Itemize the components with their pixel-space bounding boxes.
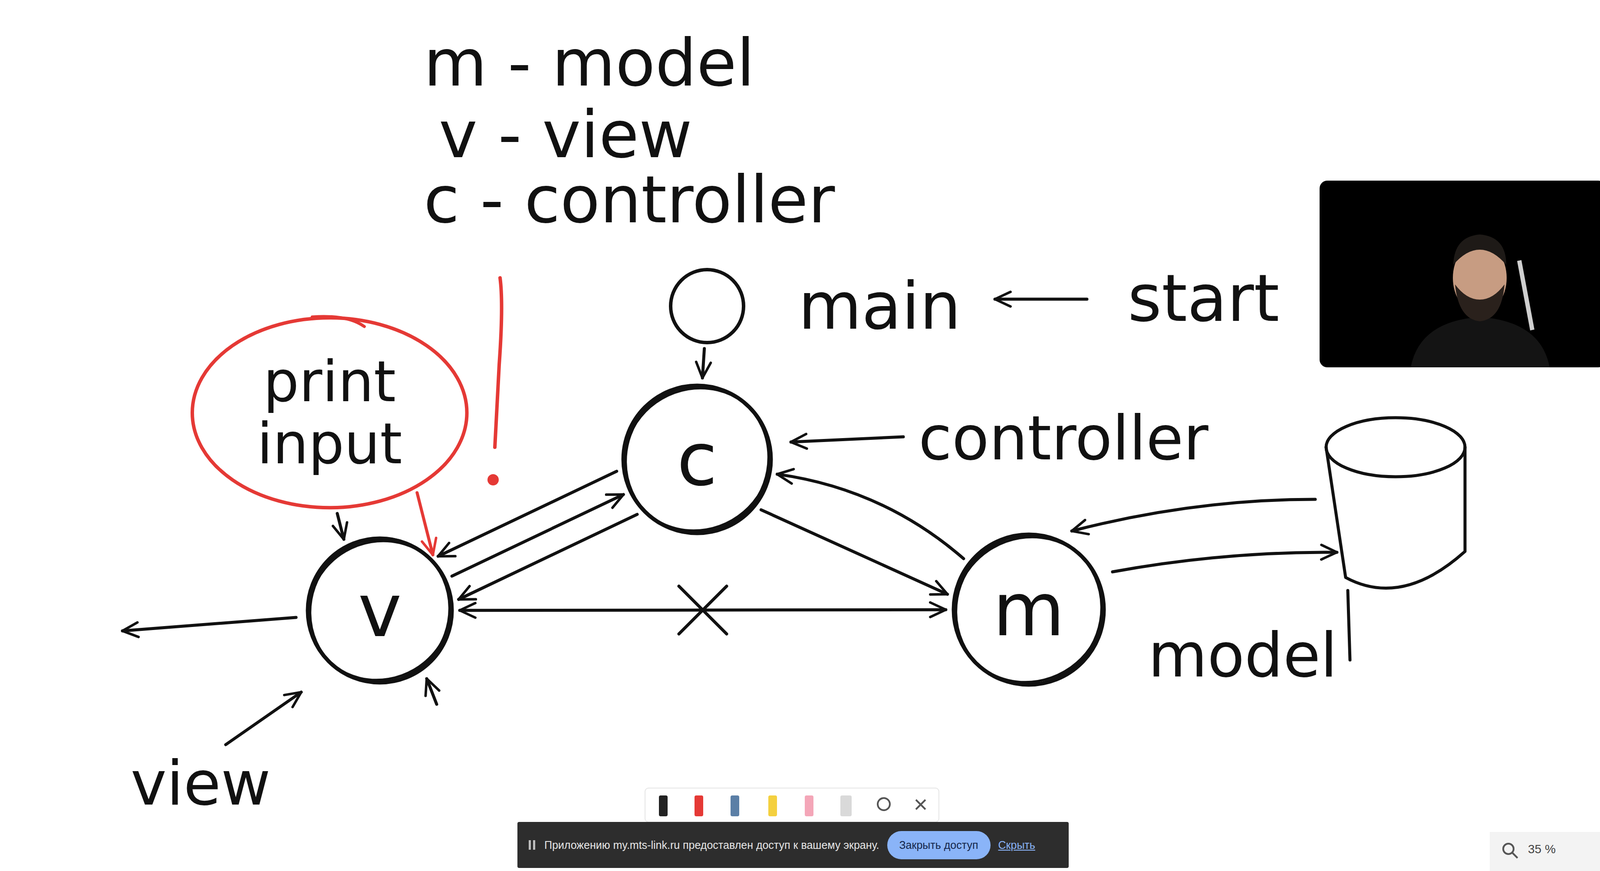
pen-stroke bbox=[1347, 590, 1350, 660]
flow-arrow bbox=[417, 492, 433, 555]
flow-arrow bbox=[776, 474, 964, 559]
pen-red bbox=[694, 795, 704, 817]
input-arrow bbox=[426, 678, 437, 705]
circle-scribble bbox=[949, 530, 1109, 689]
flow-arrow bbox=[437, 470, 617, 557]
eraser bbox=[840, 795, 852, 817]
tool-palette bbox=[645, 787, 939, 822]
annotation: view bbox=[130, 753, 271, 814]
note-text: print input bbox=[233, 350, 425, 475]
component-letter: v bbox=[358, 573, 402, 648]
pen-blue bbox=[730, 795, 740, 817]
view-arrow bbox=[225, 691, 302, 745]
circle-scribble bbox=[303, 533, 457, 687]
forbidden-cross bbox=[678, 586, 727, 634]
pen-pink bbox=[804, 795, 814, 817]
close-access-button: Закрыть доступ bbox=[887, 830, 991, 860]
close-icon bbox=[915, 799, 926, 810]
circle-outline bbox=[670, 269, 744, 343]
flow-arrow bbox=[458, 514, 638, 600]
pause-bar bbox=[533, 839, 536, 850]
button-text: Закрыть доступ bbox=[899, 838, 979, 851]
video-overlay bbox=[1319, 180, 1600, 368]
person-hair bbox=[1453, 234, 1507, 265]
component-circle: c bbox=[618, 381, 776, 538]
database-body bbox=[1326, 447, 1466, 589]
microphone-arm bbox=[1519, 260, 1533, 330]
component-letter: m bbox=[992, 572, 1065, 647]
share-message: Приложению my.mts-link.ru предоставлен д… bbox=[544, 839, 880, 851]
flow-arrow bbox=[760, 509, 948, 594]
exclamation-mark bbox=[494, 277, 502, 448]
pen-black bbox=[658, 795, 668, 817]
legend-line: v - view bbox=[438, 102, 693, 168]
hide-link: Скрыть bbox=[998, 839, 1036, 851]
person-beard bbox=[1455, 284, 1505, 322]
zoom-icon-handle bbox=[1512, 852, 1518, 858]
db-write-arrow bbox=[1112, 552, 1337, 572]
pause-bar bbox=[528, 839, 531, 850]
node-label: main bbox=[798, 273, 962, 339]
palette-bg bbox=[645, 787, 939, 822]
circle-scribble bbox=[618, 381, 776, 538]
flow-arrow bbox=[451, 494, 624, 577]
pen-yellow bbox=[768, 795, 777, 817]
zoom-box bbox=[1489, 831, 1600, 871]
circle-scribble bbox=[303, 533, 457, 687]
component-letter: c bbox=[676, 422, 718, 497]
zoom-bg bbox=[1489, 831, 1600, 871]
zoom-icon bbox=[1503, 843, 1514, 854]
db-read-arrow bbox=[1071, 499, 1316, 531]
exclamation-dot bbox=[489, 475, 498, 484]
annotation: model bbox=[1148, 625, 1338, 686]
video-frame bbox=[1319, 180, 1600, 368]
ellipse-outline bbox=[192, 317, 468, 508]
component-circle: v bbox=[303, 533, 457, 687]
note-ellipse: print input bbox=[188, 314, 471, 511]
circle-scribble bbox=[949, 530, 1109, 689]
controller-arrow bbox=[790, 436, 904, 442]
component-circle: m bbox=[949, 530, 1109, 689]
legend-line: m - model bbox=[423, 30, 755, 96]
screen-share-bar: Приложению my.mts-link.ru предоставлен д… bbox=[517, 821, 1069, 868]
ellipse-overlap bbox=[312, 316, 365, 327]
zoom-level: 35 % bbox=[1527, 842, 1556, 856]
annotation: start bbox=[1127, 265, 1280, 331]
start-circle bbox=[668, 266, 747, 346]
database-top bbox=[1326, 417, 1466, 477]
start-node: main bbox=[668, 266, 962, 346]
legend-line: c - controller bbox=[423, 167, 836, 233]
start-arrow bbox=[994, 297, 1087, 301]
annotation: controller bbox=[918, 408, 1209, 469]
flow-arrow bbox=[337, 513, 344, 540]
output-arrow bbox=[122, 617, 297, 631]
lasso-tool bbox=[877, 797, 890, 810]
flow-arrow bbox=[702, 348, 705, 379]
circle-scribble bbox=[618, 381, 776, 538]
pause-icon bbox=[527, 839, 537, 851]
person-shoulders bbox=[1410, 316, 1550, 368]
